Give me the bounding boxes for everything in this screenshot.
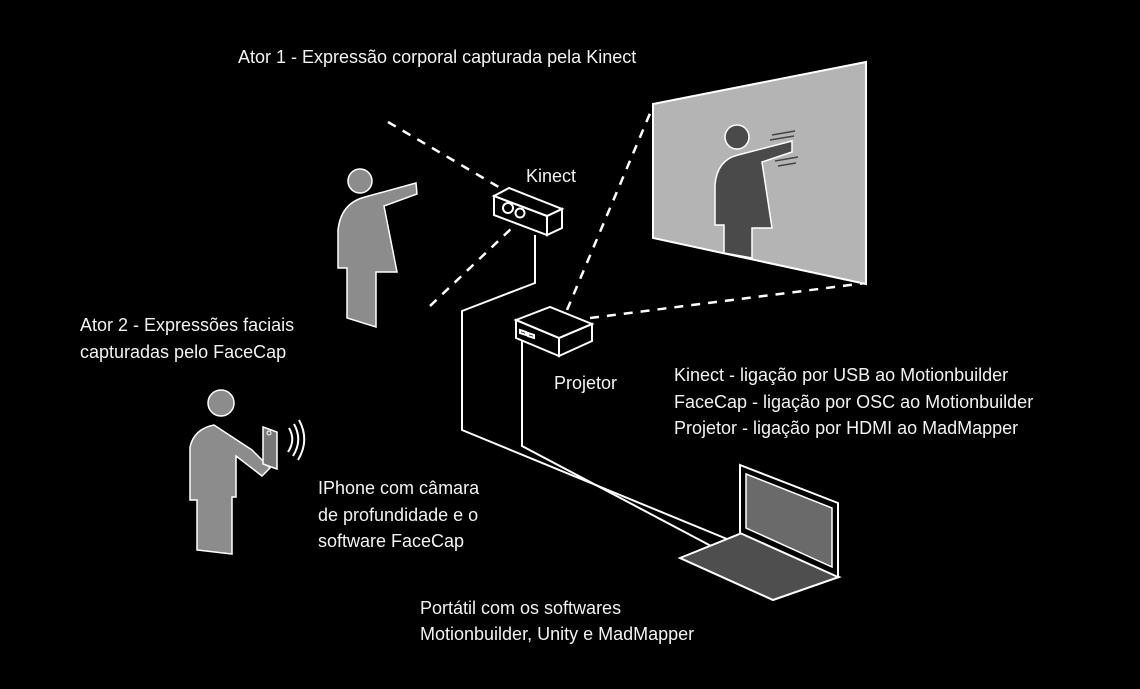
- iphone-caption-line: software FaceCap: [318, 531, 464, 551]
- connection-line-projector: Projetor - ligação por HDMI ao MadMapper: [674, 418, 1018, 438]
- projection-screen: [652, 60, 867, 286]
- actor-2-figure: [189, 389, 306, 555]
- laptop: [677, 463, 842, 602]
- laptop-caption-line: Motionbuilder, Unity e MadMapper: [420, 624, 694, 644]
- wireless-signal-icon: [287, 419, 306, 461]
- actor-2-caption-line: Ator 2 - Expressões faciais: [80, 315, 294, 335]
- iphone-caption-line: IPhone com câmara: [318, 478, 480, 498]
- kinect-device: [491, 186, 565, 237]
- projection-bottom-line: [589, 281, 867, 320]
- actor-2-caption-line: capturadas pelo FaceCap: [80, 342, 286, 362]
- connection-line-kinect: Kinect - ligação por USB ao Motionbuilde…: [674, 365, 1008, 385]
- kinect-label: Kinect: [526, 166, 576, 186]
- iphone-caption-line: de profundidade e o: [318, 505, 478, 525]
- projector-hdmi-cable: [521, 340, 714, 548]
- laptop-caption-line: Portátil com os softwares: [420, 598, 621, 618]
- connection-line-facecap: FaceCap - ligação por OSC ao Motionbuild…: [674, 392, 1033, 412]
- projection-top-line: [565, 103, 656, 311]
- kinect-fov-bottom-line: [429, 225, 515, 307]
- projector-label: Projetor: [554, 373, 617, 393]
- iphone-icon: [262, 425, 278, 471]
- kinect-usb-cable: [461, 235, 728, 540]
- kinect-fov-top-line: [387, 120, 503, 191]
- projector-device: [513, 305, 595, 358]
- actor-1-figure: [337, 168, 418, 329]
- actor-1-caption: Ator 1 - Expressão corporal capturada pe…: [238, 47, 636, 67]
